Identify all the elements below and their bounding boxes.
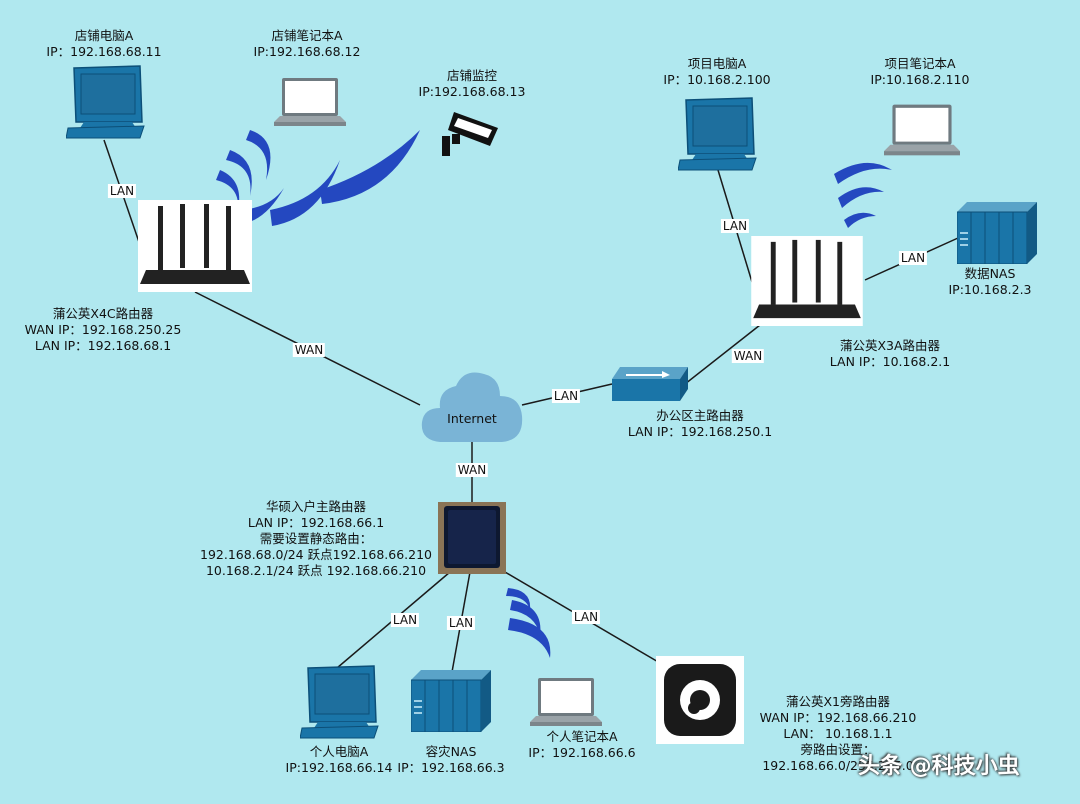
node-name: 店铺笔记本A [271, 28, 343, 43]
node-name: 蒲公英X1旁路由器 [785, 694, 891, 709]
node-wan-ip: WAN IP：192.168.66.210 [759, 710, 917, 725]
shop-laptop-label: 店铺笔记本A IP:192.168.68.12 [254, 28, 361, 60]
node-name: 办公区主路由器 [656, 408, 744, 423]
router-x4c-label: 蒲公英X4C路由器 WAN IP：192.168.250.25 LAN IP：1… [25, 306, 182, 354]
switch-router-icon [612, 367, 688, 401]
nas-storage-icon [411, 670, 491, 732]
link-label-asus-nas: LAN [446, 616, 476, 630]
static-route-1: 192.168.68.0/24 跃点192.168.66.210 [200, 547, 432, 562]
node-name: 个人电脑A [309, 744, 369, 759]
nas-storage-icon [957, 202, 1037, 264]
data-nas-label: 数据NAS IP:10.168.2.3 [948, 266, 1031, 298]
project-laptop-label: 项目笔记本A IP:10.168.2.110 [871, 56, 970, 88]
bypass-range: 192.168.66.0/255.255.0 [762, 758, 914, 773]
node-lan-ip: LAN： 10.168.1.1 [783, 726, 893, 741]
link-label-x4c-internet: WAN [292, 343, 326, 357]
link-x3a-office [684, 324, 761, 385]
static-route-note: 需要设置静态路由： [259, 531, 373, 546]
node-ip: IP:10.168.2.3 [948, 282, 1032, 297]
node-lan-ip: LAN IP：10.168.2.1 [829, 354, 951, 369]
link-label-asus-pc: LAN [390, 613, 420, 627]
node-name: 个人笔记本A [546, 729, 618, 744]
node-ip: IP：192.168.66.3 [397, 760, 505, 775]
bypass-x1-label: 蒲公英X1旁路由器 WAN IP：192.168.66.210 LAN： 10.… [760, 694, 917, 774]
laptop-icon [884, 104, 960, 156]
asus-router-label: 华硕入户主路由器 LAN IP：192.168.66.1 需要设置静态路由： 1… [200, 499, 432, 579]
node-name: 店铺监控 [446, 68, 498, 83]
node-ip: IP:192.168.68.12 [253, 44, 361, 59]
node-name: 店铺电脑A [74, 28, 134, 43]
project-pc-label: 项目电脑A IP：10.168.2.100 [663, 56, 770, 88]
node-ip: IP：10.168.2.100 [663, 72, 771, 87]
wifi-signal-icon [834, 162, 892, 228]
link-label-internet-office: LAN [551, 389, 581, 403]
node-ip: IP:10.168.2.110 [870, 72, 970, 87]
node-ip: IP：192.168.66.6 [528, 745, 636, 760]
watermark-text: 头条 @科技小虫 [858, 754, 1020, 779]
node-ip: IP:192.168.68.13 [418, 84, 526, 99]
node-name: 华硕入户主路由器 [265, 499, 366, 514]
link-label-nas-x3a: LAN [898, 251, 928, 265]
personal-pc-label: 个人电脑A IP:192.168.66.14 [286, 744, 393, 776]
shop-pc-label: 店铺电脑A IP：192.168.68.11 [46, 28, 161, 60]
security-camera-icon [442, 112, 498, 156]
node-name: 容灾NAS [425, 744, 477, 759]
node-name: 蒲公英X3A路由器 [839, 338, 941, 353]
node-lan-ip: LAN IP：192.168.68.1 [34, 338, 172, 353]
node-name: 项目笔记本A [884, 56, 956, 71]
wifi-signal-icon [506, 588, 551, 658]
node-lan-ip: LAN IP：192.168.250.1 [627, 424, 773, 439]
node-name: 蒲公英X4C路由器 [52, 306, 154, 321]
link-label-shop-pc-router: LAN [107, 184, 137, 198]
node-lan-ip: LAN IP：192.168.66.1 [247, 515, 385, 530]
wifi-router-icon [138, 200, 252, 292]
link-label-x3a-office: WAN [731, 349, 765, 363]
laptop-icon [274, 78, 346, 126]
bypass-router-icon [656, 656, 744, 744]
link-label-proj-pc-x3a: LAN [720, 219, 750, 233]
desktop-computer-icon [66, 65, 145, 139]
router-x3a-label: 蒲公英X3A路由器 LAN IP：10.168.2.1 [830, 338, 950, 370]
office-router-label: 办公区主路由器 LAN IP：192.168.250.1 [628, 408, 772, 440]
wifi-router-icon [751, 236, 863, 326]
desktop-computer-icon [300, 665, 379, 739]
desktop-computer-icon [678, 97, 757, 171]
home-router-icon [438, 502, 506, 574]
internet-label: Internet [447, 411, 497, 426]
node-ip: IP:192.168.66.14 [285, 760, 393, 775]
personal-laptop-label: 个人笔记本A IP：192.168.66.6 [528, 729, 635, 761]
link-label-asus-x1: LAN [571, 610, 601, 624]
static-route-2: 10.168.2.1/24 跃点 192.168.66.210 [205, 563, 427, 578]
node-ip: IP：192.168.68.11 [46, 44, 162, 59]
laptop-icon [530, 678, 602, 726]
node-name: 数据NAS [964, 266, 1016, 281]
link-label-internet-asus: WAN [455, 463, 489, 477]
node-wan-ip: WAN IP：192.168.250.25 [24, 322, 182, 337]
bypass-setting: 旁路由设置： [800, 742, 876, 757]
disaster-nas-label: 容灾NAS IP：192.168.66.3 [397, 744, 504, 776]
cloud-icon [421, 372, 523, 442]
node-name: 项目电脑A [687, 56, 747, 71]
shop-camera-label: 店铺监控 IP:192.168.68.13 [419, 68, 526, 100]
